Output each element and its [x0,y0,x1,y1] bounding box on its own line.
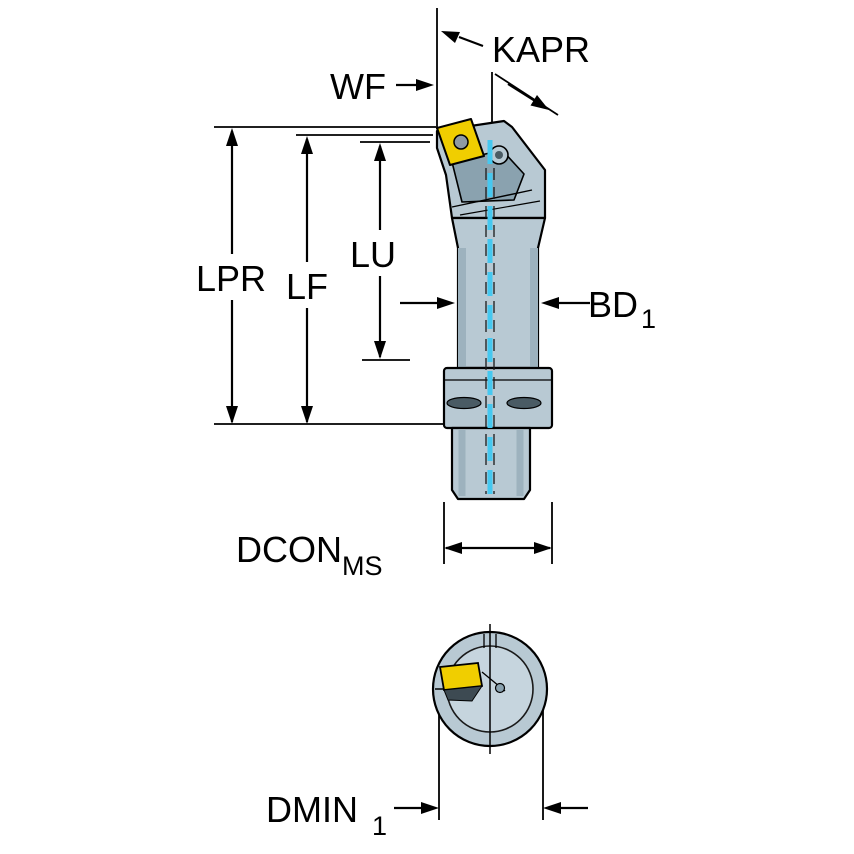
end-view-insert-shadow [443,685,484,702]
tool-body-shade-left [458,248,466,368]
end-view-screw [494,682,506,694]
dim-dcon-arrow-right [534,542,552,554]
dim-kapr-line-2 [507,83,536,102]
dim-lf-arrow-top [301,136,313,154]
tool-side-view [435,118,554,501]
flange-slot-left [446,396,482,410]
dim-wf-arrow [416,79,434,91]
tool-body-shade-right [530,248,538,368]
dim-lf-arrow-bottom [301,406,313,424]
dim-bd-arrow-left [437,297,455,309]
lf-label: LF [286,266,328,307]
dim-kapr-line-1 [458,35,484,48]
head-detail-line-1 [451,189,533,208]
dim-bd-arrow-right [541,297,559,309]
dimension-labels: KAPR WF LPR LF LU BD 1 DCON MS DMIN 1 [196,29,656,841]
dim-lpr-arrow-top [226,128,238,146]
dim-dmin-arrow-right [543,802,561,814]
flange-slot-right [506,396,542,410]
bd-label: BD [588,284,638,325]
dim-dmin-arrow-left [421,802,439,814]
dim-lpr-arrow-bottom [226,406,238,424]
lu-label: LU [350,234,396,275]
clamp-screw-center [495,151,503,159]
lf-label-bg [279,262,339,308]
lu-label-bg [344,230,408,276]
dim-dcon-arrow-left [444,542,462,554]
wf-label: WF [330,66,386,107]
dcon-label-sub: MS [342,551,383,581]
lpr-label-bg [190,254,278,300]
dmin-label: DMIN [266,789,358,830]
insert-hole [453,134,469,150]
bd-label-sub: 1 [641,304,656,334]
head-detail-line-2 [459,200,541,216]
dmin-label-sub: 1 [372,811,387,841]
dcon-label: DCON [236,529,342,570]
dim-lu-arrow-top [374,143,386,161]
dim-lu-arrow-bottom [374,341,386,359]
lpr-label: LPR [196,258,266,299]
coupling-cylinder [450,426,532,501]
kapr-label: KAPR [492,29,590,70]
dim-kapr-arrow-1 [441,31,460,43]
end-view-insert [438,662,484,691]
label-backgrounds [190,230,408,308]
dim-kapr-arrow-2 [530,95,549,110]
reference-lines [214,8,559,820]
tool-end-view [431,624,549,754]
